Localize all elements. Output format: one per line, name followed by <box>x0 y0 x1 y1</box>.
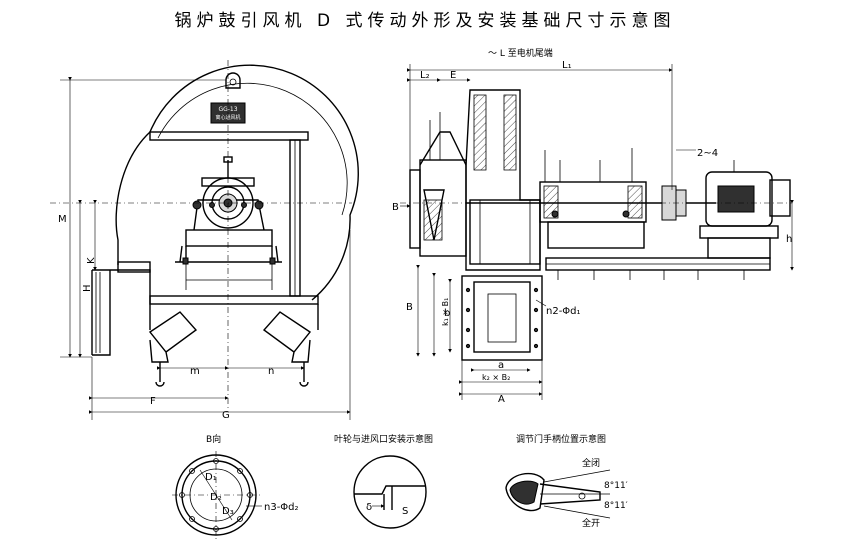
dim-label-K: K <box>86 257 97 264</box>
page-title: 锅炉鼓引风机 D 式传动外形及安装基础尺寸示意图 <box>174 11 676 31</box>
nameplate-line1: GG-13 <box>218 106 237 113</box>
dim-label-F: F <box>150 396 156 407</box>
dim-label-A: A <box>498 394 505 405</box>
dim-label-n: n <box>268 366 274 377</box>
detail-impeller-S: S <box>402 506 408 517</box>
outlet-bolts <box>465 287 539 349</box>
dim-label-L1: L₁ <box>562 60 572 71</box>
view-arrow-B: B <box>392 202 399 213</box>
dim-label-E: E <box>450 70 456 81</box>
dim-label-L2: L₂ <box>420 70 430 81</box>
dim-label-H: H <box>82 284 93 292</box>
front-view: GG-13 离心通风机 <box>50 60 359 421</box>
front-dimensions: M H K m n F G <box>58 77 351 421</box>
bearing-assembly <box>175 156 282 290</box>
detail-b-caption: B向 <box>206 433 221 445</box>
dim-label-G: G <box>222 410 230 421</box>
flange-bolt-holes <box>179 458 253 532</box>
detail-impeller-caption: 叶轮与进风口安装示意图 <box>334 433 433 445</box>
detail-b-D3: D₃ <box>222 506 234 517</box>
lifting-lug <box>225 72 241 89</box>
dim-label-b: b <box>444 308 450 319</box>
detail-handle-closed: 全闭 <box>582 457 600 469</box>
inlet-box-right <box>262 311 312 363</box>
inlet-box-left <box>148 311 198 363</box>
detail-handle-angle1: 8°11′ <box>604 481 628 491</box>
dim-label-k2xB2: k₂ × B₂ <box>482 373 510 382</box>
dim-label-M: M <box>58 214 67 225</box>
side-view: ～ L 至电机尾端 L₁ L₂ E 2~4 B h B k₁ × B₁ b n2… <box>392 47 794 405</box>
dim-label-L-note: ～ L 至电机尾端 <box>488 47 553 59</box>
detail-handle-caption: 调节门手柄位置示意图 <box>516 433 606 445</box>
detail-handle: 调节门手柄位置示意图 全闭 8°11′ 8°11′ 全开 <box>505 433 628 529</box>
detail-b-D2: D₂ <box>210 492 222 503</box>
dim-label-a: a <box>498 360 504 371</box>
detail-impeller: 叶轮与进风口安装示意图 δ S <box>334 433 433 529</box>
detail-handle-angle2: 8°11′ <box>604 501 628 511</box>
detail-b-D1: D₁ <box>205 472 217 483</box>
detail-b-view: B向 D₁ D₂ D₃ n3-Φd₂ <box>172 433 299 539</box>
dim-label-m: m <box>190 366 200 377</box>
dim-label-gap: 2~4 <box>697 148 718 159</box>
dim-label-n2: n2-Φd₁ <box>546 306 581 317</box>
detail-impeller-delta: δ <box>366 502 372 513</box>
volute-casing <box>115 64 359 301</box>
foundation-bolts <box>557 270 745 280</box>
motor <box>699 160 791 259</box>
dim-label-k1xB1: k₁ × B₁ <box>441 298 450 326</box>
dim-label-h: h <box>786 234 792 245</box>
side-dimensions: ～ L 至电机尾端 L₁ L₂ E 2~4 B h B k₁ × B₁ b n2… <box>392 47 794 405</box>
detail-b-n3: n3-Φd₂ <box>264 502 299 513</box>
detail-handle-open: 全开 <box>582 517 600 529</box>
dim-label-B-side: B <box>406 302 413 313</box>
